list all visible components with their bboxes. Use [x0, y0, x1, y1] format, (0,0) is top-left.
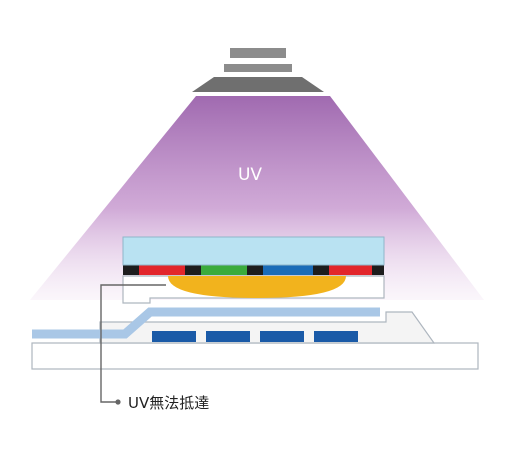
pixel-blocks	[152, 331, 358, 342]
callout-line	[100, 284, 166, 403]
sealant	[168, 276, 346, 298]
filter-black	[247, 265, 263, 275]
filter-black	[372, 265, 384, 275]
uv-label: UV	[238, 165, 262, 185]
light-channel	[32, 307, 380, 339]
lamp-cap	[230, 48, 286, 58]
color-filter-strip	[123, 265, 384, 275]
filter-green	[201, 265, 247, 275]
lamp-mid	[224, 64, 292, 72]
lamp-stripe-2	[222, 73, 294, 76]
pixel-block	[206, 331, 250, 342]
lamp-base	[192, 77, 324, 92]
callout-dot	[115, 399, 121, 405]
filter-red	[329, 265, 372, 275]
lamp-stripe-1	[226, 60, 290, 63]
pixel-block	[314, 331, 358, 342]
pixel-block	[152, 331, 196, 342]
filter-black	[313, 265, 329, 275]
filter-black	[123, 265, 139, 275]
pixel-block	[260, 331, 304, 342]
base-substrate	[31, 342, 479, 370]
filter-blue	[263, 265, 313, 275]
glass-plate	[122, 236, 385, 266]
filter-red	[139, 265, 185, 275]
callout-label: UV無法抵達	[128, 394, 209, 412]
filter-black	[185, 265, 201, 275]
uv-lamp	[192, 48, 324, 92]
